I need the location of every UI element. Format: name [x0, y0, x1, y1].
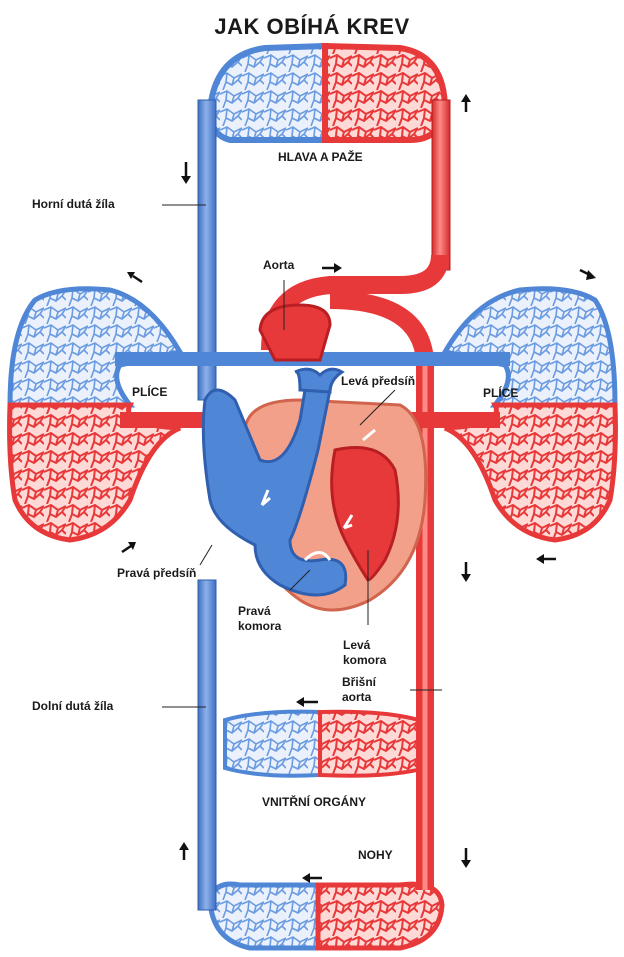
- head-artery-return: [432, 100, 450, 270]
- label-superior-vena-cava: Horní dutá žíla: [32, 197, 115, 211]
- label-aorta: Aorta: [263, 258, 294, 272]
- arrow-left-right-lung-out: [536, 554, 556, 564]
- label-left-atrium: Levá předsíň: [341, 374, 415, 388]
- arrow-right-aorta: [322, 263, 342, 273]
- region-head-arms: HLAVA A PAŽE: [278, 150, 363, 164]
- head-capillaries: [210, 46, 445, 140]
- arrow-up-head: [461, 94, 471, 112]
- inferior-vena-cava: [198, 580, 216, 910]
- arrow-down-legs: [461, 848, 471, 868]
- heart: [203, 305, 425, 610]
- label-right-atrium: Pravá předsíň: [117, 566, 196, 580]
- arrow-ur-left-lung-out: [122, 542, 136, 552]
- arrow-left-legs: [302, 873, 322, 883]
- label-inferior-vena-cava: Dolní dutá žíla: [32, 699, 113, 713]
- arrow-ul-left-lung: [127, 272, 142, 282]
- arrow-left-organs: [296, 697, 318, 707]
- region-lungs-right: PLÍCE: [483, 386, 518, 400]
- leg-capillaries: [210, 884, 442, 948]
- label-right-ventricle-line1: Pravá: [238, 604, 271, 618]
- arrow-down-aorta-1: [461, 562, 471, 582]
- label-left-ventricle-line1: Levá: [343, 638, 370, 652]
- region-organs: VNITŘNÍ ORGÁNY: [262, 795, 366, 809]
- pulmonary-artery-right: [320, 352, 510, 366]
- organ-capillaries: [225, 712, 425, 776]
- region-lungs-left: PLÍCE: [132, 385, 167, 399]
- arrow-up-inferior: [179, 842, 189, 860]
- region-legs: NOHY: [358, 848, 393, 862]
- arrow-ur-right-lung: [580, 270, 596, 280]
- label-right-ventricle-line2: komora: [238, 619, 281, 633]
- arrow-down-superior: [181, 162, 191, 184]
- label-abdominal-aorta-line1: Břišní: [342, 675, 376, 689]
- label-left-ventricle-line2: komora: [343, 653, 386, 667]
- pulmonary-vein-right: [410, 412, 500, 428]
- label-abdominal-aorta-line2: aorta: [342, 690, 371, 704]
- diagram-title: JAK OBÍHÁ KREV: [0, 14, 624, 40]
